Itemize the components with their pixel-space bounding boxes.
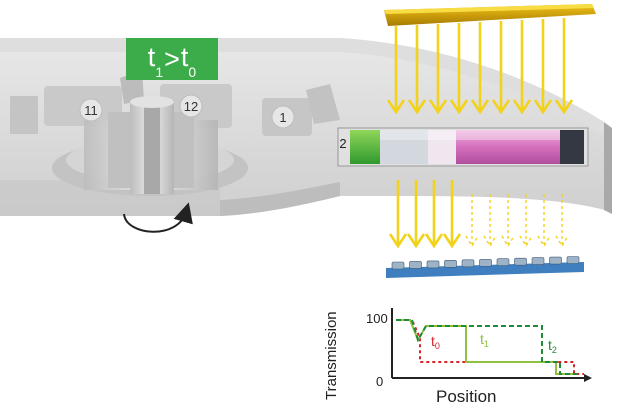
badge-operator: > [164, 43, 180, 74]
badge-t0: t0 [180, 42, 197, 80]
detector-cell [531, 257, 545, 265]
detector-cell [391, 261, 405, 270]
label-t0: t0 [431, 333, 440, 351]
incident-light-arrows [386, 18, 574, 115]
transmitted-light-arrows [388, 180, 569, 249]
light-source-bar [384, 4, 596, 26]
label-t1: t1 [480, 331, 489, 349]
chamber-label-1: 1 [271, 105, 295, 129]
curve-t2 [396, 319, 578, 375]
detector-cell [514, 257, 527, 266]
rotation-arrow [123, 202, 193, 233]
svg-text:11: 11 [84, 103, 98, 118]
svg-text:2: 2 [339, 136, 346, 151]
chamber-label-2: 2 [339, 136, 346, 151]
x-axis-label: Position [436, 387, 496, 406]
detector-cell [444, 260, 457, 268]
detector-cell [479, 258, 492, 267]
badge-t1: t1 [147, 42, 164, 80]
detector-cell [409, 261, 422, 269]
chamber-label-12: 12 [179, 94, 203, 118]
cuvette [337, 127, 589, 167]
transmission-graph: 100 0 Transmission Position t0 t1 t2 [323, 308, 592, 406]
curve-t1 [396, 319, 576, 375]
label-t2: t2 [548, 337, 557, 355]
y-tick-0: 0 [376, 374, 383, 389]
detector-cell [426, 260, 440, 269]
y-axis-label: Transmission [323, 311, 340, 400]
y-tick-100: 100 [366, 311, 388, 326]
hub [52, 96, 248, 196]
svg-text:1: 1 [279, 110, 286, 125]
chamber-label-11: 11 [79, 98, 103, 122]
detector-cell [496, 258, 510, 267]
svg-text:12: 12 [184, 99, 198, 114]
time-comparison-badge: t1 > t0 [126, 38, 218, 80]
detector-base [386, 262, 584, 278]
detector-cell [566, 256, 580, 264]
detector-array [386, 256, 584, 278]
detector-cell [461, 259, 475, 268]
detector-cell [549, 256, 562, 265]
